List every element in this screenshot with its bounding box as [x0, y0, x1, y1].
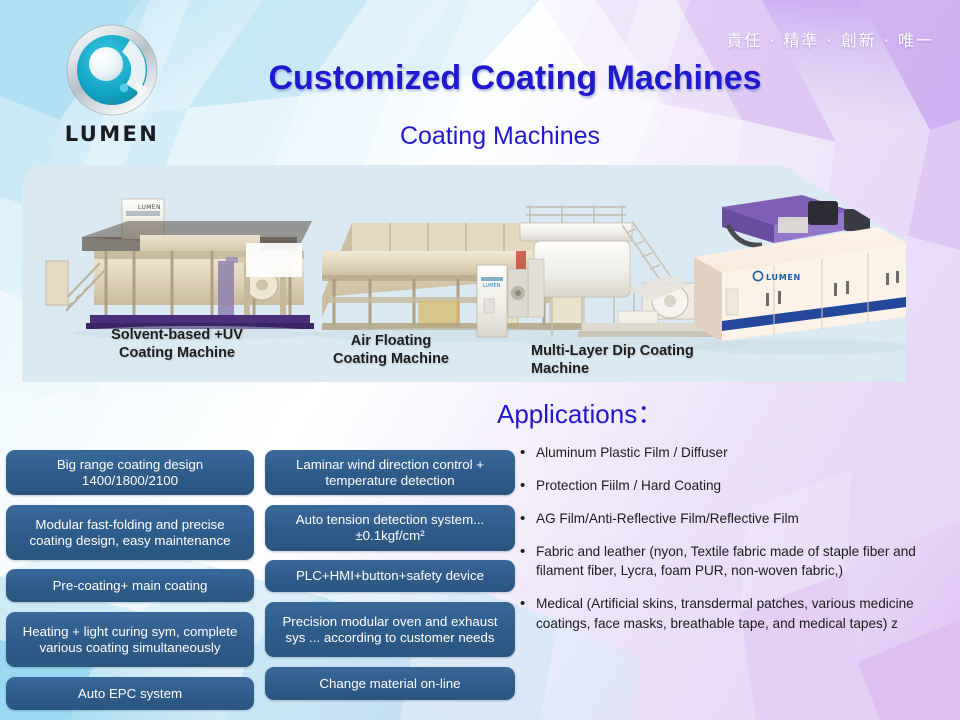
- feature-box[interactable]: Change material on-line: [265, 667, 515, 700]
- feature-box[interactable]: Heating + light curing sym, complete var…: [6, 612, 254, 667]
- machine-photo-illustrations: LUMEN: [45, 195, 906, 355]
- feature-column-left: Big range coating design 1400/1800/2100 …: [6, 450, 254, 710]
- list-item-label: Medical (Artificial skins, transdermal p…: [536, 596, 914, 632]
- page-title: Customized Coating Machines: [268, 59, 762, 97]
- list-item-label: Aluminum Plastic Film / Diffuser: [536, 445, 728, 460]
- svg-text:LUMEN: LUMEN: [766, 273, 801, 282]
- list-item-label: AG Film/Anti-Reflective Film/Reflective …: [536, 510, 799, 526]
- bullet-icon: •: [520, 509, 526, 527]
- bullet-icon: •: [520, 542, 526, 560]
- brand-logo: LUMEN: [48, 22, 176, 150]
- list-item: • AG Film/Anti-Reflective Film/Reflectiv…: [520, 509, 950, 529]
- list-item: • Protection Fiilm / Hard Coating: [520, 476, 950, 496]
- machine-caption-air-floating: Air Floating Coating Machine: [316, 333, 466, 368]
- lumen-circle-logo-icon: [64, 22, 160, 118]
- feature-box[interactable]: Modular fast-folding and precise coating…: [6, 505, 254, 560]
- list-item-label: Protection Fiilm / Hard Coating: [536, 477, 722, 493]
- applications-heading: Applications：: [497, 399, 664, 429]
- bullet-icon: •: [520, 595, 526, 613]
- svg-text:LUMEN: LUMEN: [138, 204, 161, 211]
- feature-column-right: Laminar wind direction control + tempera…: [265, 450, 515, 700]
- bullet-icon: •: [520, 476, 526, 494]
- feature-box[interactable]: Pre-coating+ main coating: [6, 569, 254, 602]
- feature-box[interactable]: Laminar wind direction control + tempera…: [265, 450, 515, 495]
- feature-box[interactable]: Auto EPC system: [6, 677, 254, 710]
- list-item: • Aluminum Plastic Film / Diffuser: [520, 443, 950, 463]
- company-motto: 責任 · 精準 · 創新 · 唯一: [726, 31, 934, 50]
- bullet-icon: •: [520, 444, 526, 461]
- caption-line-2: Coating Machine: [118, 344, 235, 361]
- caption-line-2: Coating Machine: [332, 350, 449, 367]
- list-item: • Fabric and leather (nyon, Textile fabr…: [520, 542, 950, 582]
- page-subtitle: Coating Machines: [399, 122, 601, 150]
- feature-box[interactable]: Precision modular oven and exhaust sys .…: [265, 602, 515, 657]
- svg-text:LUMEN: LUMEN: [483, 283, 501, 289]
- applications-list: • Aluminum Plastic Film / Diffuser • Pro…: [520, 443, 950, 647]
- machine-caption-multi-layer-dip: Multi-Layer Dip Coating Machine: [531, 343, 741, 378]
- feature-box[interactable]: Auto tension detection system...±0.1kgf/…: [265, 505, 515, 551]
- list-item: • Medical (Artificial skins, transdermal…: [520, 594, 950, 634]
- machine-photo-panel: LUMEN: [22, 165, 906, 382]
- logo-wordmark: LUMEN: [64, 122, 160, 146]
- feature-box[interactable]: PLC+HMI+button+safety device: [265, 560, 515, 592]
- caption-line-2: Machine: [531, 360, 590, 377]
- feature-box[interactable]: Big range coating design 1400/1800/2100: [6, 450, 254, 495]
- machine-caption-solvent: Solvent-based +UV Coating Machine: [88, 327, 266, 362]
- list-item-label: Fabric and leather (nyon, Textile fabric…: [536, 543, 916, 579]
- caption-line-1: Solvent-based +UV: [111, 327, 243, 343]
- caption-line-1: Air Floating: [350, 333, 432, 349]
- caption-line-1: Multi-Layer Dip Coating: [531, 343, 694, 359]
